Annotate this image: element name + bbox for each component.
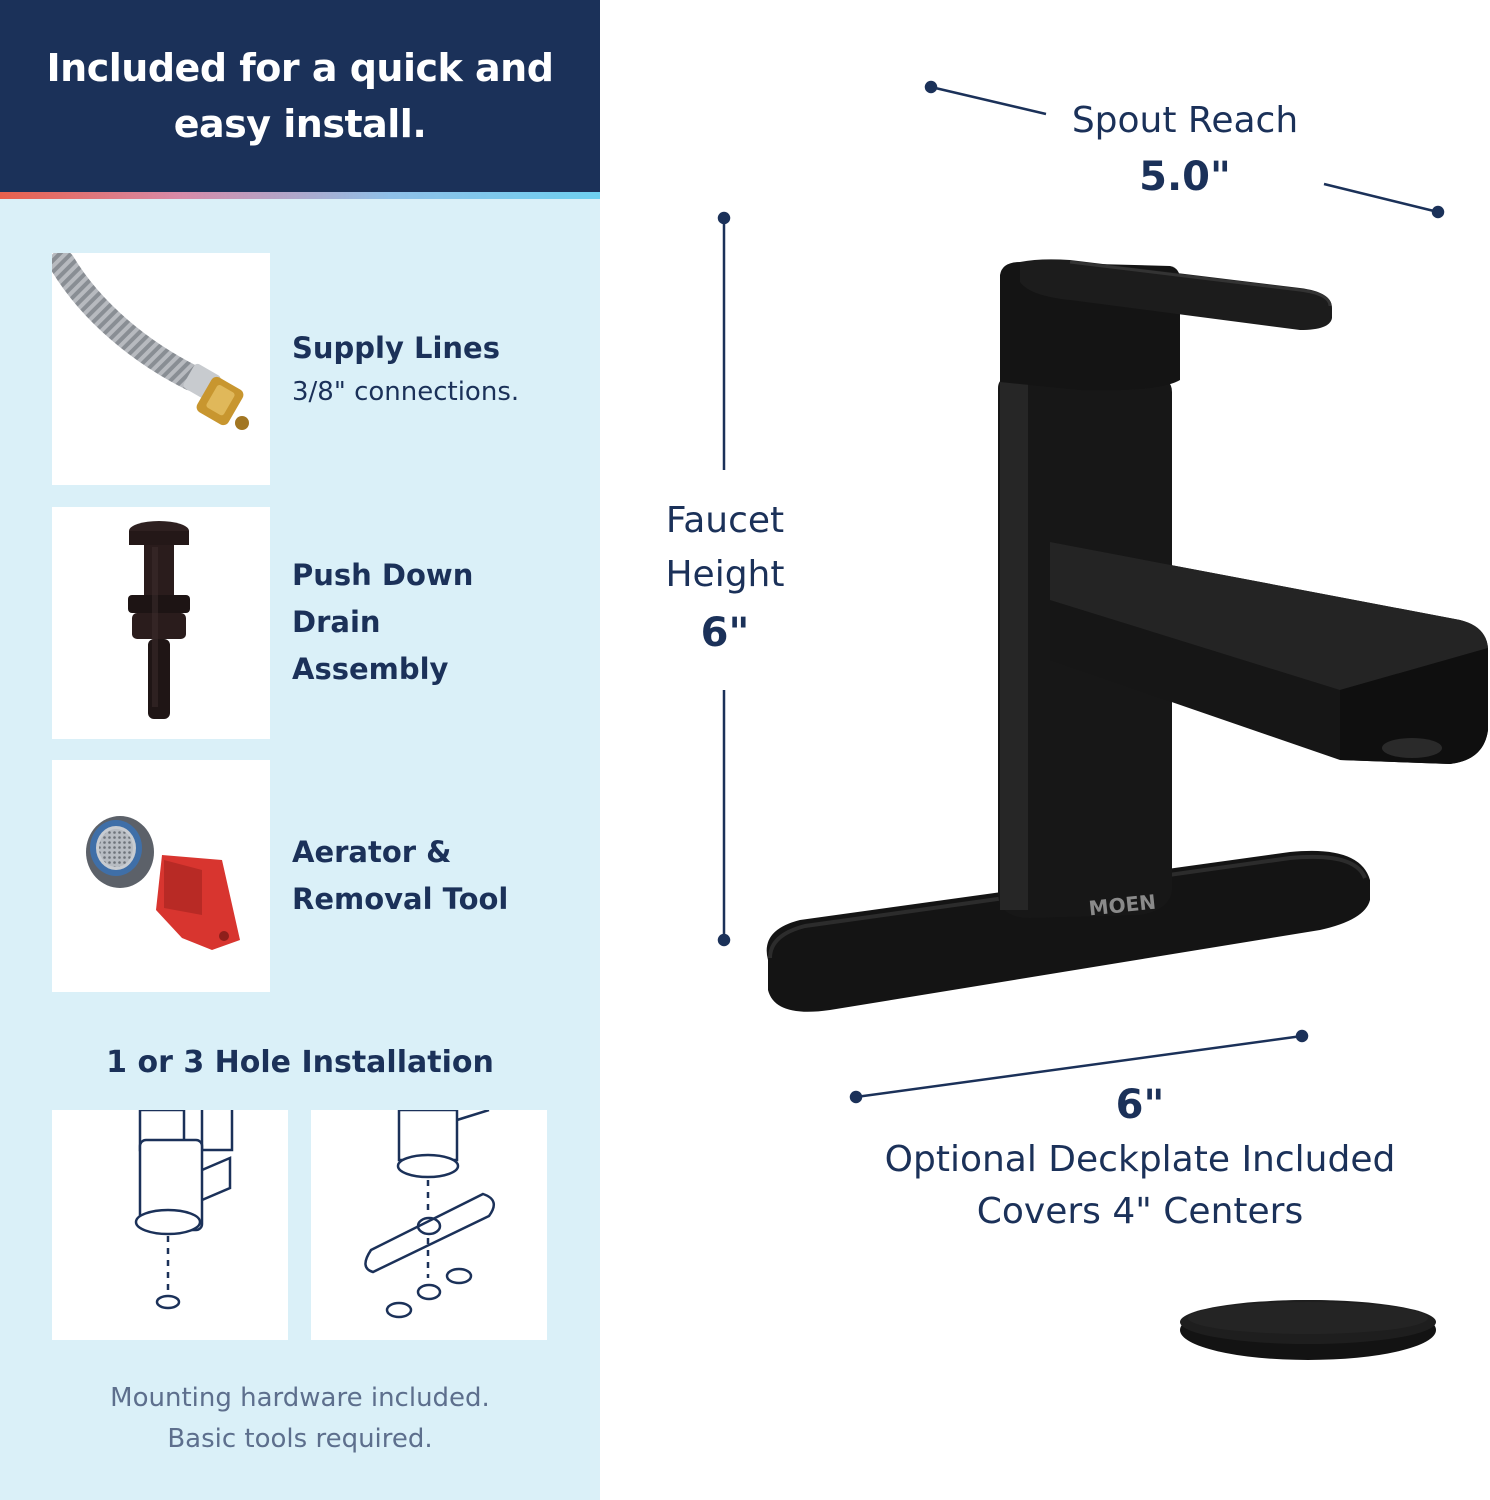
- footnote: Mounting hardware included. Basic tools …: [0, 1378, 600, 1460]
- drain-assembly-title: Push Down Drain Assembly: [292, 558, 474, 686]
- footnote-line-2: Basic tools required.: [167, 1424, 433, 1454]
- deckplate-line-1: Optional Deckplate Included: [884, 1139, 1396, 1180]
- push-down-drain-icon: [128, 521, 190, 719]
- aerator-tool-icon: [86, 816, 240, 950]
- installation-title: 1 or 3 Hole Installation: [106, 1045, 494, 1080]
- deckplate: [766, 850, 1370, 1012]
- included-items-panel: Included for a quick and easy install. S…: [0, 0, 600, 1500]
- footnote-line-1: Mounting hardware included.: [110, 1383, 490, 1413]
- faucet-dimension-drawing: MOEN: [717, 80, 1488, 1360]
- three-hole-install-icon: [364, 1110, 496, 1319]
- spout-reach-label-group: Spout Reach 5.0": [1040, 96, 1330, 208]
- deckplate-value: 6": [1115, 1082, 1165, 1128]
- spout-reach-value: 5.0": [1139, 154, 1231, 200]
- faucet-height-dimension-line: [717, 211, 731, 947]
- drain-assembly-text: Push Down Drain Assembly: [292, 552, 473, 693]
- supply-lines-image: [52, 253, 270, 485]
- faucet-height-label-line-1: Faucet: [665, 500, 785, 541]
- one-hole-diagram: [52, 1110, 288, 1340]
- aerator-tool-text: Aerator & Removal Tool: [292, 829, 508, 923]
- one-hole-install-icon: [134, 1110, 234, 1310]
- faucet-height-label-line-2: Height: [665, 554, 785, 595]
- spout-reach-dimension-line: [924, 80, 1445, 219]
- aerator-tool-image: [52, 760, 270, 992]
- header-band: Included for a quick and easy install.: [0, 0, 600, 192]
- drain-stopper: [1180, 1300, 1436, 1360]
- deckplate-dimension-line: [849, 1029, 1309, 1104]
- deckplate-label-group: 6" Optional Deckplate Included Covers 4"…: [850, 1076, 1430, 1238]
- spout-reach-label: Spout Reach: [1071, 100, 1299, 141]
- drain-assembly-image: [52, 507, 270, 739]
- supply-lines-subtitle: 3/8" connections.: [292, 377, 520, 407]
- aerator-tool-title: Aerator & Removal Tool: [292, 835, 509, 916]
- faucet-height-value: 6": [700, 610, 750, 656]
- three-hole-diagram: [311, 1110, 547, 1340]
- supply-lines-title: Supply Lines: [292, 331, 500, 365]
- supply-line-hose-icon: [52, 253, 249, 430]
- faucet-body: [998, 259, 1488, 918]
- gradient-stripe: [0, 192, 600, 199]
- supply-lines-text: Supply Lines 3/8" connections.: [292, 325, 519, 412]
- header-title: Included for a quick and easy install.: [46, 46, 554, 146]
- deckplate-line-2: Covers 4" Centers: [976, 1191, 1304, 1232]
- faucet-height-label-group: Faucet Height 6": [630, 494, 820, 664]
